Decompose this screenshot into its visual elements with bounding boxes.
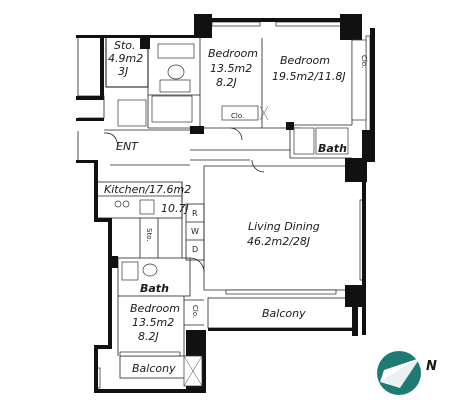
storage-top-name: Sto. — [114, 39, 136, 52]
entrance-label: ENT — [116, 140, 139, 153]
bedroom-b-area: 19.5m2/11.8J — [272, 70, 346, 83]
balcony-main-label: Balcony — [262, 307, 306, 320]
compass-needle-shadow — [380, 358, 420, 388]
fridge-label: R — [192, 209, 198, 218]
bedroom-b-name: Bedroom — [280, 54, 330, 67]
bedroom-a-name: Bedroom — [208, 47, 258, 60]
bedroom-c-tatami: 8.2J — [138, 330, 159, 343]
bedroom-c-name: Bedroom — [130, 302, 180, 315]
living-dining-area: 46.2m2/28J — [247, 235, 310, 248]
room-labels: Sto. 4.9m2 3J Bedroom 13.5m2 8.2J Bedroo… — [104, 39, 347, 375]
balcony-small-label: Balcony — [132, 362, 176, 375]
fixtures — [103, 39, 367, 387]
storage-side-label: Sto. — [145, 228, 153, 242]
washer-label: W — [191, 227, 199, 236]
compass: N — [377, 351, 437, 395]
living-dining-name: Living Dining — [248, 220, 320, 233]
bedroom-c-area: 13.5m2 — [132, 316, 174, 329]
small-labels: Clo. Clo. Clo. Sto. R W D — [145, 55, 368, 318]
closet-b-label: Clo. — [360, 55, 368, 68]
closet-a-label: Clo. — [231, 112, 244, 120]
bedroom-a-tatami: 8.2J — [216, 76, 237, 89]
bedroom-a-area: 13.5m2 — [210, 62, 252, 75]
closet-c-label: Clo. — [191, 305, 199, 318]
dryer-label: D — [192, 245, 198, 254]
storage-top-tatami: 3J — [118, 65, 128, 78]
bath-top-label: Bath — [318, 142, 347, 155]
kitchen-tatami: 10.7J — [161, 202, 189, 215]
bath-bottom-label: Bath — [140, 282, 169, 295]
storage-top-area: 4.9m2 — [108, 52, 143, 65]
kitchen-name: Kitchen/17.6m2 — [104, 183, 191, 196]
compass-north-label: N — [426, 359, 437, 374]
